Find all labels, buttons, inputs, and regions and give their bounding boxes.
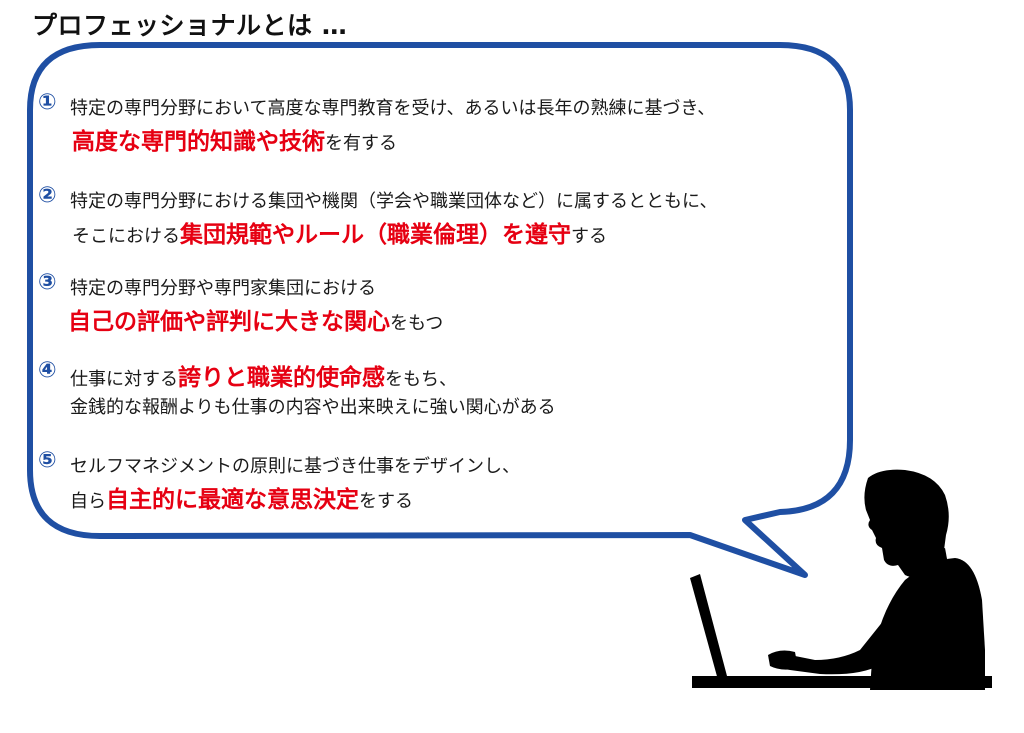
speech-bubble-outline [27,42,853,578]
item-text-line1: 特定の専門分野における集団や機関（学会や職業団体など）に属するとともに、 [70,191,718,212]
item-text-pre: 仕事に対する [70,369,178,390]
item-emphasis: 誇りと職業的使命感 [178,365,385,391]
item-text-pre: そこにおける [72,226,180,247]
item-emphasis: 自主的に最適な意思決定 [106,487,359,513]
item-text-pre: 自ら [70,491,106,512]
item-text-line2: 自己の評価や評判に大きな関心をもつ [68,302,443,336]
item-text-rest: をもち、 [385,369,457,390]
item-number: ⑤ [38,448,57,473]
item-text-rest: をもつ [390,313,444,334]
item-emphasis: 集団規範やルール（職業倫理）を遵守 [180,222,571,248]
item-number: ④ [38,358,57,383]
item-text-rest: を有する [325,133,397,154]
item-number: ③ [38,270,57,295]
item-text-line2: 高度な専門的知識や技術を有する [72,122,397,156]
item-text-rest: する [571,226,607,247]
item-text-line2: 金銭的な報酬よりも仕事の内容や出来映えに強い関心がある [70,397,556,418]
page-title: プロフェッショナルとは … [32,11,348,40]
item-text-line1: 特定の専門分野において高度な専門教育を受け、あるいは長年の熟練に基づき、 [70,98,716,119]
item-number: ① [38,90,57,115]
item-number: ② [38,183,57,208]
item-text-line1: 特定の専門分野や専門家集団における [70,278,376,299]
item-text-line1: 仕事に対する誇りと職業的使命感をもち、 [70,358,457,392]
item-emphasis: 高度な専門的知識や技術 [72,129,325,155]
item-text-line2: そこにおける集団規範やルール（職業倫理）を遵守する [72,215,607,249]
item-text-rest: をする [359,491,413,512]
item-text-line2: 自ら自主的に最適な意思決定をする [70,480,413,514]
item-emphasis: 自己の評価や評判に大きな関心 [68,309,390,335]
item-text-line1: セルフマネジメントの原則に基づき仕事をデザインし、 [70,456,520,477]
